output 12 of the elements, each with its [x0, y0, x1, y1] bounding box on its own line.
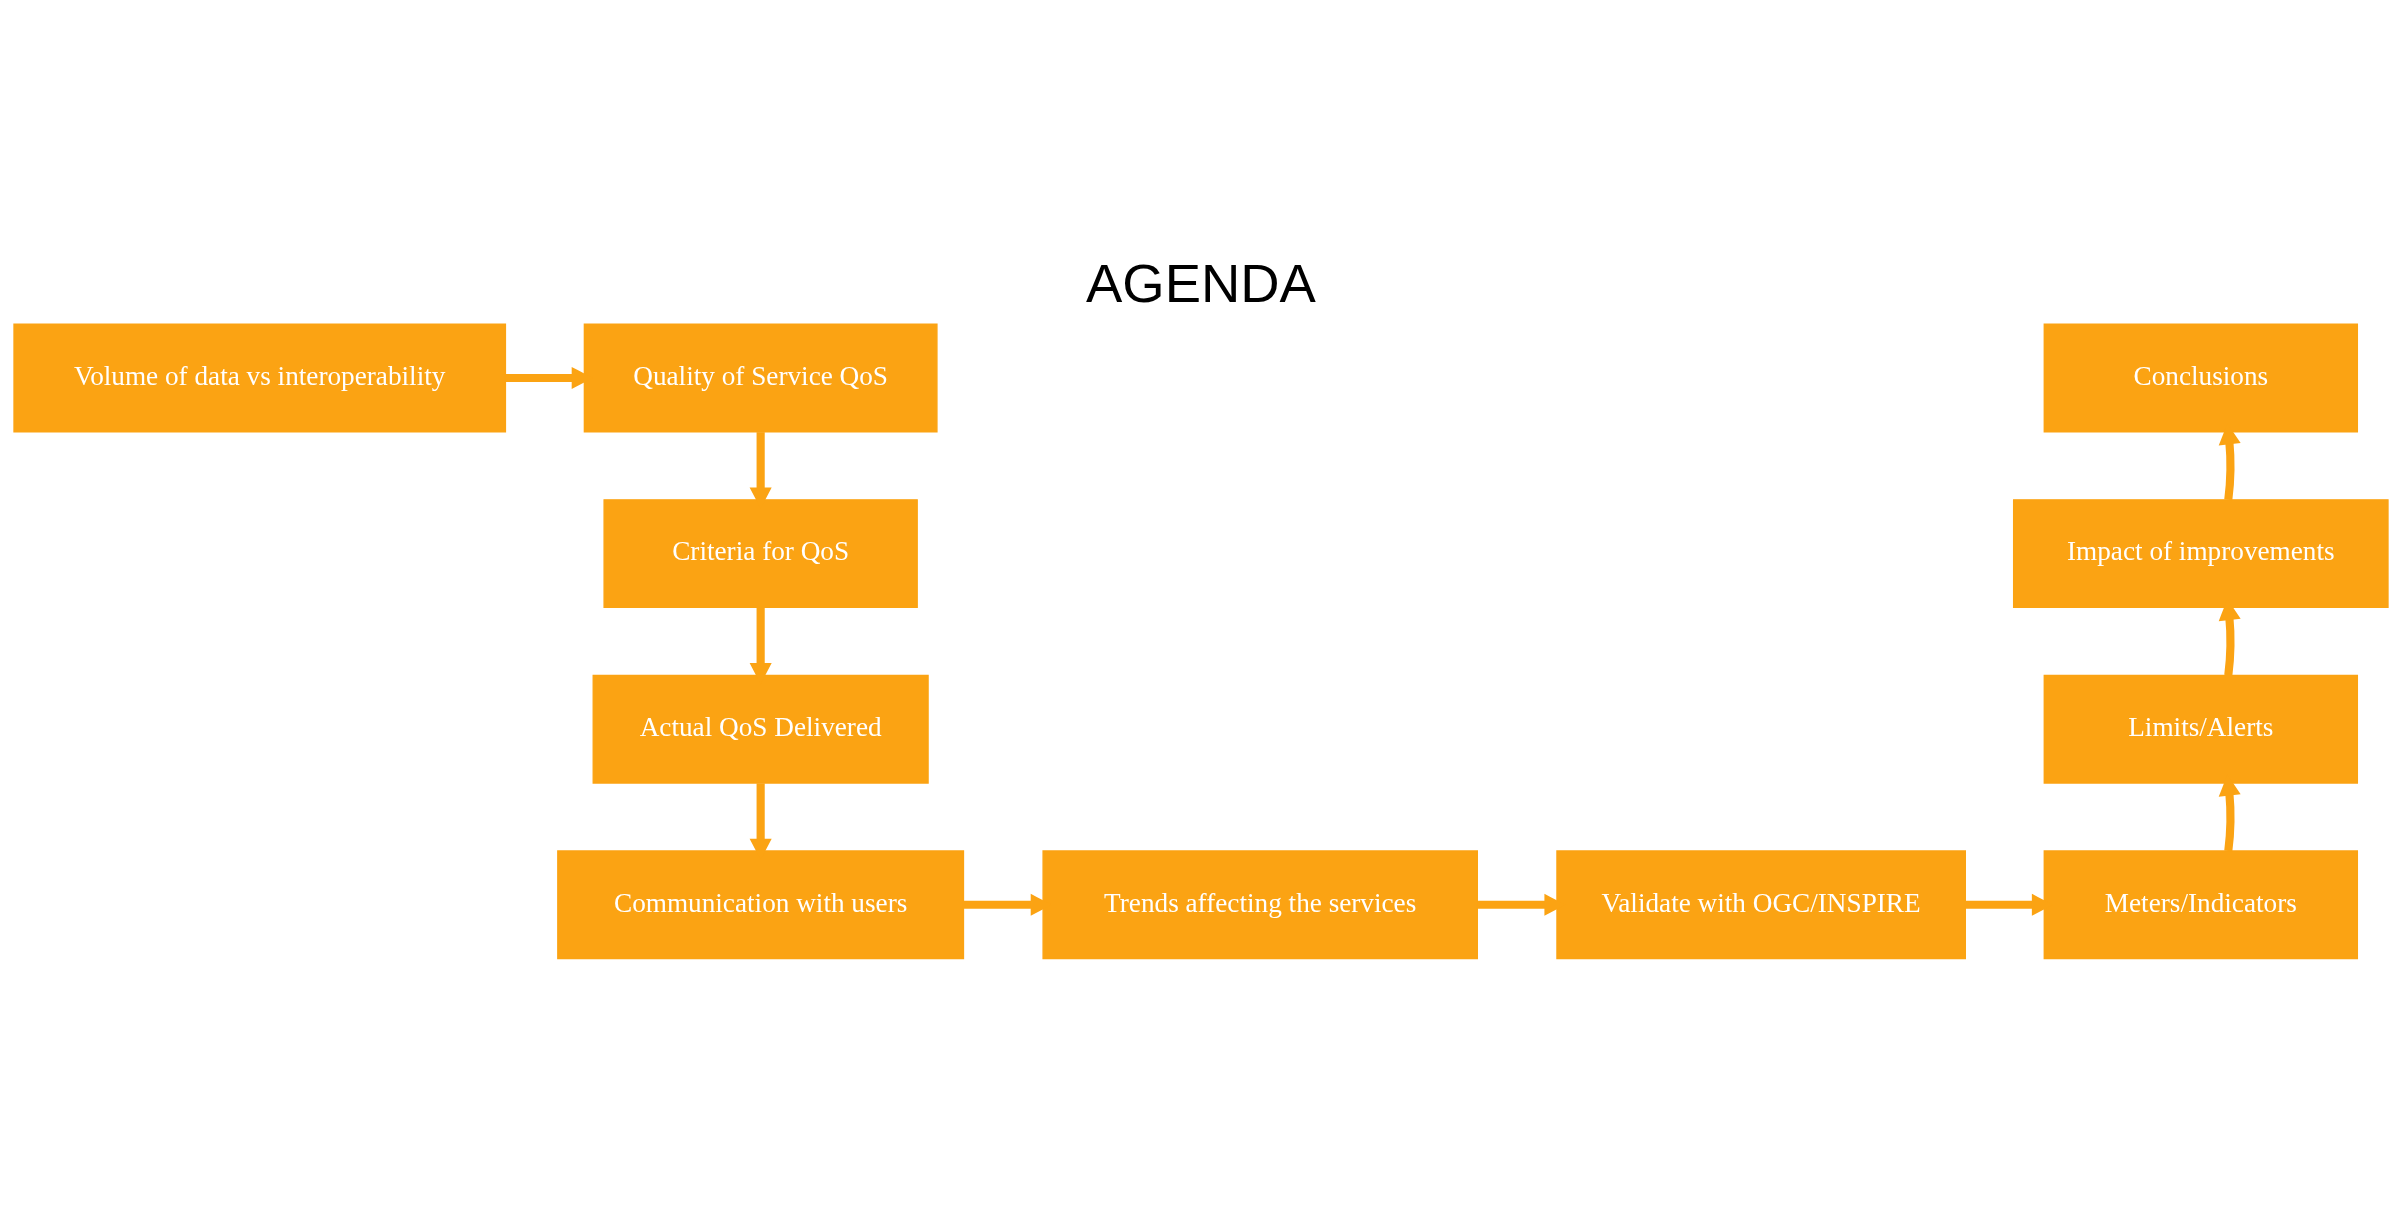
node-box: Actual QoS Delivered — [592, 674, 929, 784]
node-box: Impact of improvements — [2012, 499, 2389, 609]
node-box: Meters/Indicators — [2043, 850, 2359, 960]
node-box: Criteria for QoS — [603, 499, 918, 609]
node-box: Conclusions — [2043, 323, 2359, 433]
node-box: Communication with users — [557, 850, 965, 960]
node-box: Validate with OGC/INSPIRE — [1556, 850, 1966, 960]
diagram-title: AGENDA — [1086, 253, 1316, 315]
node-box: Quality of Service QoS — [583, 323, 938, 433]
node-box: Volume of data vs interoperability — [13, 323, 507, 433]
node-box: Limits/Alerts — [2043, 674, 2359, 784]
node-box: Trends affecting the services — [1042, 850, 1478, 960]
